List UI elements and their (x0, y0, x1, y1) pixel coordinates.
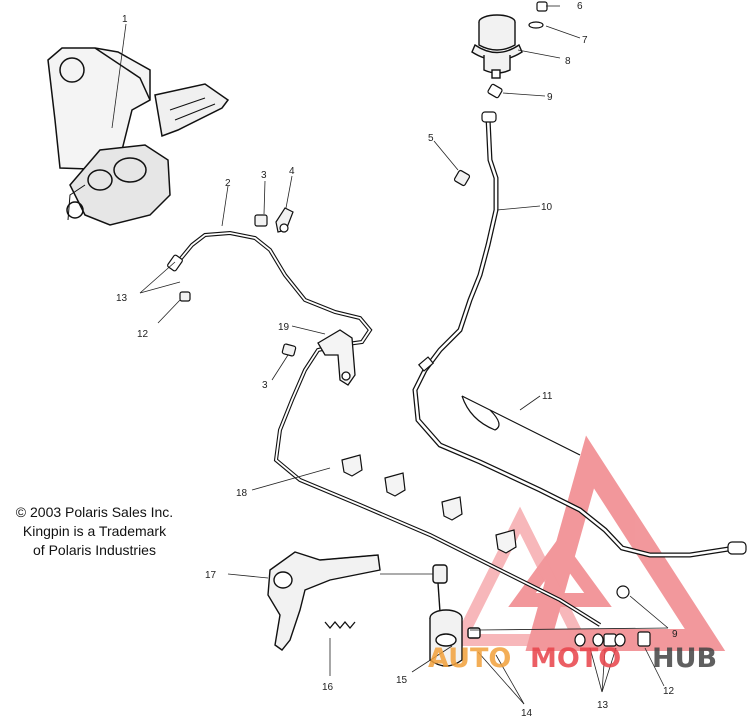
callout-6: 6 (577, 1, 583, 12)
callout-13-b: 13 (597, 700, 609, 711)
callout-3-b: 3 (262, 380, 268, 391)
callout-13: 13 (116, 293, 128, 304)
line-clips (341, 454, 517, 554)
fastener-parts-upper (179, 207, 297, 357)
brake-pedal-part (267, 551, 381, 651)
callout-18: 18 (236, 488, 248, 499)
callout-5: 5 (428, 133, 434, 144)
callout-11: 11 (542, 391, 553, 402)
bolt-5-part (453, 169, 471, 187)
brake-line-left (167, 230, 602, 627)
callout-8: 8 (565, 56, 571, 67)
callout-3: 3 (261, 170, 267, 181)
copyright-line-2: Kingpin is a Trademark (22, 523, 167, 539)
callout-16: 16 (322, 682, 334, 693)
caliper-bracket-part (47, 47, 230, 226)
callout-2: 2 (225, 178, 231, 189)
reservoir-part (471, 14, 523, 79)
watermark-text-hub: HUB (652, 643, 717, 674)
callout-1: 1 (122, 14, 128, 25)
watermark-text: AUTO MOTO HUB (428, 643, 717, 674)
callout-12-b: 12 (663, 686, 675, 697)
callout-14: 14 (521, 708, 533, 717)
reservoir-cap-parts (487, 1, 548, 99)
callout-labels: 1 2 3 4 5 6 7 8 9 10 11 12 13 19 3 18 17… (116, 1, 678, 717)
callout-12: 12 (137, 329, 149, 340)
fitting-parts-lower (574, 585, 651, 647)
cable-tie-part (461, 395, 581, 456)
brake-line-right (412, 111, 747, 558)
callout-17: 17 (205, 570, 217, 581)
callout-15: 15 (396, 675, 408, 686)
callout-4: 4 (289, 166, 295, 177)
return-spring-part (324, 620, 356, 630)
copyright-line-1: © 2003 Polaris Sales Inc. (15, 504, 174, 520)
line-bracket-part (317, 329, 356, 386)
leader-lines (111, 5, 669, 705)
watermark-text-moto: MOTO (530, 643, 621, 674)
callout-19: 19 (278, 322, 290, 333)
callout-10: 10 (541, 202, 553, 213)
copyright-line-3: of Polaris Industries (33, 542, 156, 558)
callout-7: 7 (582, 35, 588, 46)
callout-9-b: 9 (672, 629, 678, 640)
watermark-text-auto: AUTO (428, 643, 511, 674)
copyright-notice: © 2003 Polaris Sales Inc. Kingpin is a T… (2, 503, 187, 560)
master-cylinder-part (429, 564, 481, 667)
callout-9: 9 (547, 92, 553, 103)
